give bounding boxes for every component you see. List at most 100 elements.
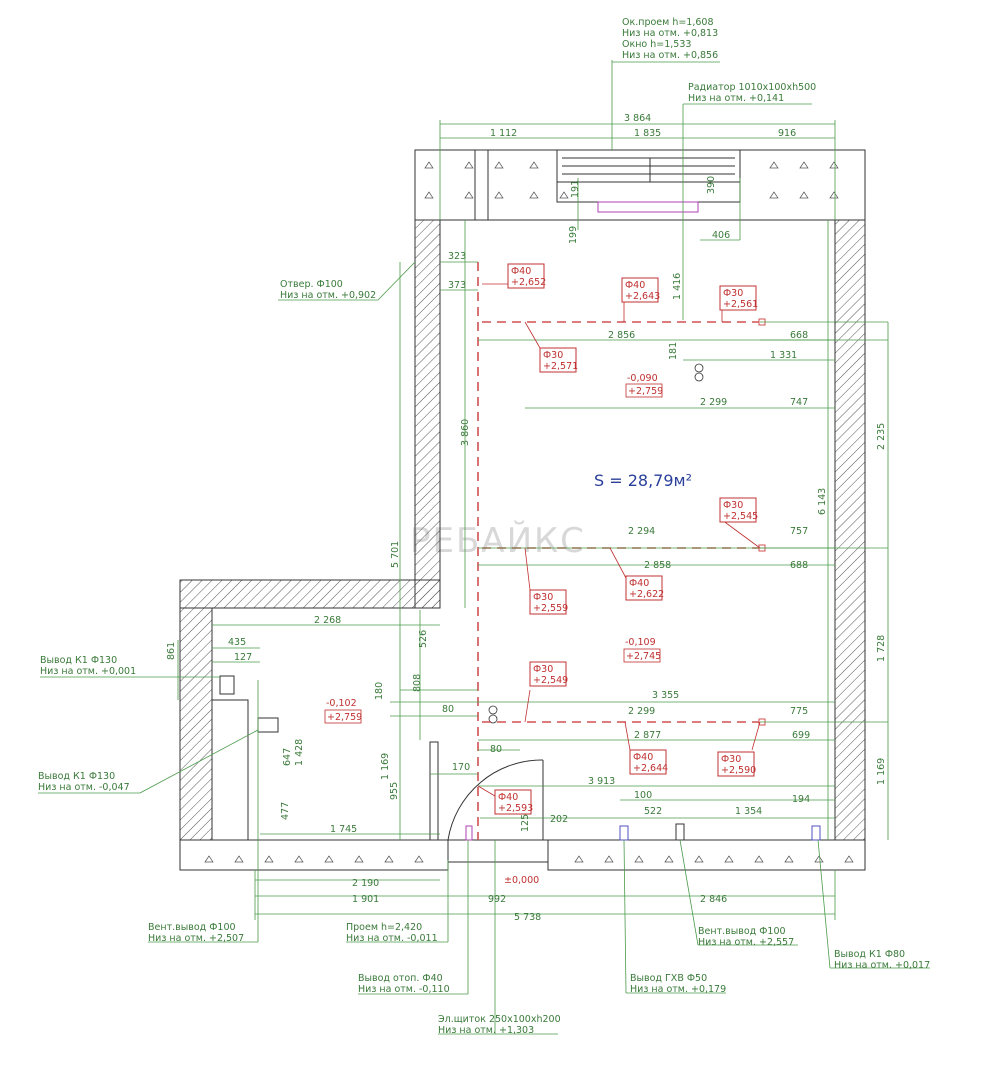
dim-text: 390 <box>706 176 717 194</box>
note-shitok: Низ на отм. +1,303 <box>438 1025 534 1036</box>
dim-text: 1 354 <box>735 806 762 817</box>
dim-text: 170 <box>452 762 470 773</box>
tag-boxes <box>494 263 757 815</box>
dimension-texts: 3 864 1 112 1 835 916 191 390 199 406 32… <box>166 113 887 923</box>
note-otver: Отвер. Ф100 <box>280 279 343 290</box>
note-k1-130: Низ на отм. -0,047 <box>38 782 130 793</box>
tag-level: +2,559 <box>533 603 568 614</box>
vent-outlet <box>675 823 685 841</box>
area-label: S = 28,79м² <box>594 471 692 490</box>
tag-diameter: Ф40 <box>511 266 531 277</box>
shaft-outline <box>212 699 249 840</box>
note-radiator: Низ на отм. +0,141 <box>688 93 784 104</box>
note-proem: Низ на отм. -0,011 <box>346 933 438 944</box>
level-ceiling: +2,759 <box>327 712 362 723</box>
alcove-left-wall <box>179 607 213 841</box>
radiator <box>597 201 699 213</box>
fixture-circles <box>488 363 704 724</box>
tag-level: +2,643 <box>625 291 660 302</box>
tag-diameter: Ф40 <box>633 752 653 763</box>
dim-text: 861 <box>166 642 177 660</box>
dim-text: 100 <box>634 790 652 801</box>
level-zero: ±0,000 <box>504 875 539 886</box>
dim-text: 127 <box>234 652 252 663</box>
tag-level: +2,593 <box>498 803 533 814</box>
dim-text: 775 <box>790 706 808 717</box>
tag-diameter: Ф30 <box>723 500 743 511</box>
tag-level: +2,571 <box>543 361 578 372</box>
dim-text: 406 <box>712 230 730 241</box>
dim-text: 916 <box>778 128 796 139</box>
ceiling-line-ends <box>758 318 766 726</box>
level-boxes <box>324 383 663 724</box>
note-k1-130: Вывод К1 Ф130 <box>38 771 115 782</box>
dim-text: 435 <box>228 637 246 648</box>
note-vent: Вент.вывод Ф100 <box>698 926 786 937</box>
dim-text: 323 <box>448 251 466 262</box>
dim-text: 199 <box>568 226 579 244</box>
dim-text: 1 331 <box>770 350 797 361</box>
dim-text: 5 738 <box>514 912 541 923</box>
dim-text: 2 294 <box>628 526 655 537</box>
dim-text: 1 416 <box>672 273 683 300</box>
notes: Ок.проем h=1,608 Низ на отм. +0,813 Окно… <box>38 17 930 1036</box>
tag-level: +2,590 <box>721 765 756 776</box>
dim-text: 80 <box>442 704 454 715</box>
dim-text: 757 <box>790 526 808 537</box>
level-floor: -0,090 <box>627 373 658 384</box>
dim-text: 80 <box>490 744 502 755</box>
dim-text: 3 860 <box>460 419 471 446</box>
otop-outlet <box>465 825 473 841</box>
tag-level: +2,545 <box>723 511 758 522</box>
dim-text: 1 745 <box>330 824 357 835</box>
dim-text: 2 235 <box>876 423 887 450</box>
note-window: Низ на отм. +0,813 <box>622 28 718 39</box>
note-otop: Вывод отоп. Ф40 <box>358 973 443 984</box>
note-window: Низ на отм. +0,856 <box>622 50 718 61</box>
k1-80-outlet <box>811 825 821 841</box>
note-k1-130: Вывод К1 Ф130 <box>40 655 117 666</box>
dim-text: 2 846 <box>700 894 727 905</box>
wall-markers <box>204 161 854 863</box>
note-vent: Низ на отм. +2,507 <box>148 933 244 944</box>
dim-text: 2 190 <box>352 878 379 889</box>
tag-level: +2,622 <box>629 589 664 600</box>
dim-text: 2 858 <box>644 560 671 571</box>
tag-level: +2,644 <box>633 763 668 774</box>
note-gvs: Низ на отм. +0,179 <box>630 984 726 995</box>
dim-text: 125 <box>520 814 531 832</box>
note-otver: Низ на отм. +0,902 <box>280 290 376 301</box>
dim-text: 647 <box>282 748 293 766</box>
walls <box>179 149 866 871</box>
dim-text: 180 <box>374 682 385 700</box>
tag-leaders <box>477 283 761 797</box>
dim-text: 1 901 <box>352 894 379 905</box>
bottom-wall-left <box>179 839 449 871</box>
dim-text: 1 169 <box>380 753 391 780</box>
tag-diameter: Ф30 <box>723 288 743 299</box>
note-k1-80: Вывод К1 Ф80 <box>834 949 905 960</box>
level-floor: -0,109 <box>625 637 656 648</box>
note-proem: Проем h=2,420 <box>346 922 422 933</box>
note-vent: Вент.вывод Ф100 <box>148 922 236 933</box>
dim-text: 1 428 <box>294 739 305 766</box>
note-k1-130: Низ на отм. +0,001 <box>40 666 136 677</box>
dim-text: 1 728 <box>876 635 887 662</box>
bottom-wall-right <box>547 839 866 871</box>
left-wall-upper <box>414 219 441 609</box>
dim-text: 668 <box>790 330 808 341</box>
dim-text: 477 <box>280 802 291 820</box>
entrance-threshold <box>447 839 549 863</box>
note-otop: Низ на отм. -0,110 <box>358 984 450 995</box>
dim-text: 2 856 <box>608 330 635 341</box>
dim-text: 955 <box>389 782 400 800</box>
dimension-lines <box>177 60 889 920</box>
k1-outlet-box <box>219 675 235 695</box>
note-radiator: Радиатор 1010x100xh500 <box>688 82 816 93</box>
dim-text: 1 169 <box>876 758 887 785</box>
entrance-door <box>447 759 544 841</box>
vent-box <box>257 717 279 733</box>
dim-text: 202 <box>550 814 568 825</box>
dim-text: 522 <box>644 806 662 817</box>
